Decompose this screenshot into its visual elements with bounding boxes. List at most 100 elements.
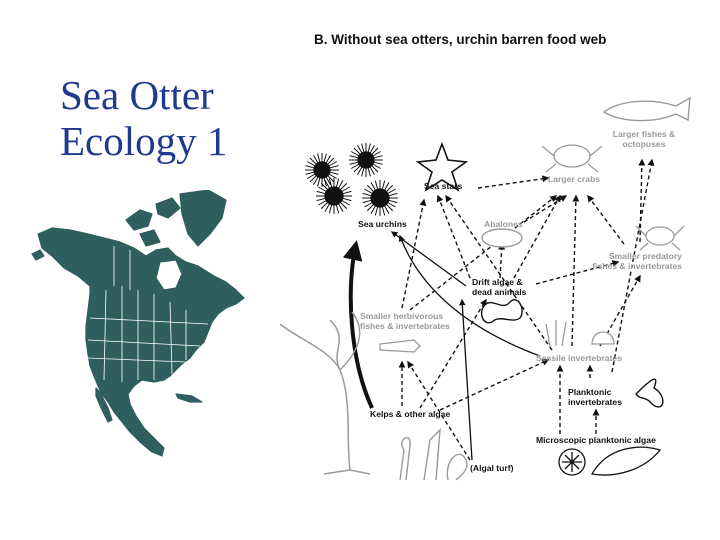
urchin-spine	[353, 165, 361, 173]
urchin-spine	[373, 161, 383, 165]
urchin-spine	[386, 204, 394, 212]
node-sea-urchins: Sea urchins	[358, 219, 407, 229]
urchin-spine	[328, 161, 337, 167]
arrow-kelps-to-seaurchins	[342, 240, 374, 409]
urchin-spine	[351, 163, 360, 169]
urchin-spine	[328, 178, 333, 188]
urchin-spine	[323, 153, 327, 163]
algal-turf-illustration	[399, 428, 468, 481]
drift-algae-illustration	[480, 299, 523, 324]
node-kelps: Kelps & other algae	[370, 409, 451, 419]
urchin-spine	[305, 165, 315, 169]
urchin-spine	[316, 190, 326, 195]
smaller-crab-illustration	[635, 225, 685, 251]
node-drift-algae: Drift algae & dead animals	[472, 277, 527, 297]
urchin-spine	[340, 182, 348, 190]
sea-star-illustration	[415, 141, 469, 192]
urchin-spine	[318, 186, 327, 192]
urchin-spine	[364, 202, 373, 208]
urchin-spine	[325, 176, 331, 185]
urchin-spine	[342, 197, 352, 202]
node-larger-fishes: Larger fishes & octopuses	[612, 129, 676, 149]
abalone-illustration	[481, 228, 523, 248]
urchin-spine	[361, 143, 365, 153]
urchin-spine	[367, 167, 371, 177]
urchin-spine	[384, 182, 390, 191]
arrow-drift-to-largercrabs	[513, 194, 561, 279]
arrow-sessile-to-seastars	[445, 194, 553, 351]
urchin-spine	[362, 192, 372, 197]
urchin-spine	[349, 161, 359, 165]
urchin-spine	[323, 177, 327, 187]
node-larger-crabs: Larger crabs	[548, 174, 601, 184]
urchin-spine	[317, 177, 321, 187]
urchin-spine	[309, 175, 317, 183]
urchin-spine	[353, 147, 361, 155]
node-sea-stars: Sea stars	[424, 181, 463, 191]
urchin-spine	[362, 199, 372, 204]
arrow-abalones-to-largercrabs	[523, 195, 568, 223]
urchin-spine	[384, 205, 390, 214]
urchin-spine	[381, 206, 386, 216]
urchin-spine	[369, 166, 375, 175]
slide-title: Sea Otter Ecology 1	[60, 72, 290, 164]
urchin-spine	[320, 182, 328, 190]
larger-fish-illustration	[602, 96, 691, 122]
arrow-herbivorous-to-seastars	[401, 198, 427, 309]
urchin-spine	[361, 167, 365, 177]
urchin-spine	[341, 200, 350, 206]
node-microscopic-algae: Microscopic planktonic algae	[536, 435, 656, 445]
arrow-smallerpredatory-to-largercrabs	[587, 194, 625, 245]
urchin-spine	[370, 205, 376, 214]
arrow-drift-to-abalones	[498, 242, 506, 279]
urchin-spine	[349, 155, 359, 159]
microscopic-algae-illustration	[558, 446, 662, 476]
urchin-spine	[309, 157, 317, 165]
sessile-invertebrates-illustration	[545, 320, 615, 347]
urchin-spine	[366, 184, 374, 192]
arrow-drift-to-seastars	[436, 194, 471, 279]
urchin-spine	[366, 204, 374, 212]
urchin-spine	[371, 165, 379, 173]
urchin-spine	[327, 157, 335, 165]
urchin-spine	[325, 155, 331, 164]
north-america-map	[31, 190, 245, 457]
arrow-drift-to-seaurchins	[390, 231, 467, 287]
urchin-spine	[313, 176, 319, 185]
urchin-spine	[371, 147, 379, 155]
urchin-spine	[338, 180, 344, 189]
arrow-kelps-to-sessile	[439, 359, 550, 411]
urchin-spine	[367, 143, 371, 153]
arrow-seastars-to-largercrabs	[477, 175, 550, 189]
urchin-spine	[351, 151, 360, 157]
urchin-spine	[374, 206, 379, 216]
urchin-spine	[305, 171, 315, 175]
urchin-spine	[328, 204, 333, 214]
arrow-sessile-to-seaurchins	[398, 234, 541, 357]
food-web-title: B. Without sea otters, urchin barren foo…	[314, 32, 607, 47]
arrow-kelps-to-drift	[419, 298, 487, 409]
urchin-spine	[386, 184, 394, 192]
urchin-spine	[338, 203, 344, 212]
urchin-spine	[335, 178, 340, 188]
planktonic-invertebrate-illustration	[635, 378, 664, 408]
urchin-spine	[381, 180, 386, 190]
urchin-spine	[329, 171, 339, 175]
urchin-spine	[329, 165, 339, 169]
urchin-spine	[357, 166, 363, 175]
arrow-planktonic-to-largerfishes	[611, 158, 655, 373]
slide-title-line-1: Sea Otter	[60, 72, 214, 118]
urchin-spine	[313, 155, 319, 164]
urchin-spine	[320, 202, 328, 210]
urchin-spine	[328, 173, 337, 179]
urchin-spine	[307, 161, 316, 167]
urchin-spine	[387, 202, 396, 208]
node-abalones: Abalones	[484, 219, 523, 229]
larger-crab-illustration	[541, 144, 603, 173]
urchin-spine	[324, 180, 330, 189]
arrow-sessile-to-largercrabs	[571, 194, 580, 347]
urchin-spine	[318, 200, 327, 206]
urchin-spine	[327, 175, 335, 183]
urchin-spine	[364, 188, 373, 194]
